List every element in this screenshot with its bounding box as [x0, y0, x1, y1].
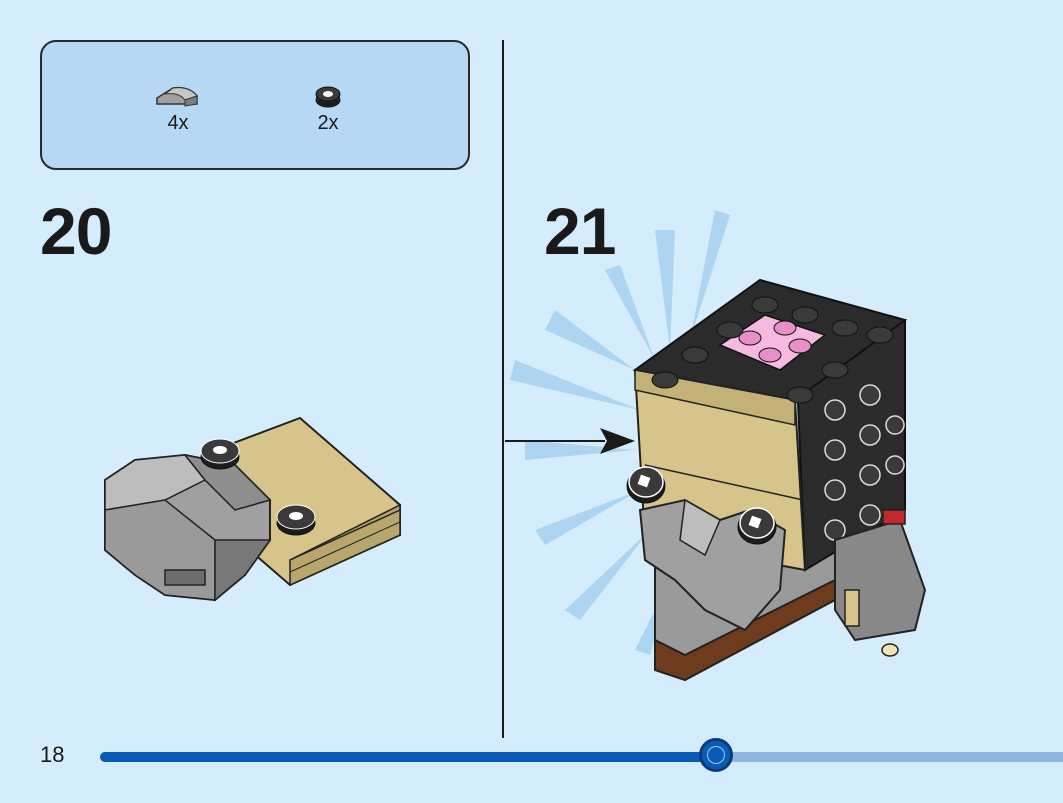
step-divider [502, 40, 504, 738]
step-21-head-illustration [505, 210, 927, 682]
step-number-21: 21 [544, 194, 616, 268]
part-count: 4x [167, 112, 189, 134]
part-item: 4x [148, 84, 208, 135]
progress-knob[interactable] [699, 738, 734, 772]
step-number-20: 20 [40, 194, 112, 268]
part-item: 2x [298, 84, 358, 135]
page-number: 18 [40, 742, 65, 767]
progress-fill [100, 752, 717, 762]
round-printed-tile-icon [315, 86, 341, 108]
progress-bar [100, 738, 1063, 772]
parts-callout: 4x 2x [40, 40, 470, 170]
part-count: 2x [317, 112, 339, 134]
step-20-assembly-illustration [104, 416, 401, 602]
curved-slope-tile-icon [156, 86, 198, 107]
